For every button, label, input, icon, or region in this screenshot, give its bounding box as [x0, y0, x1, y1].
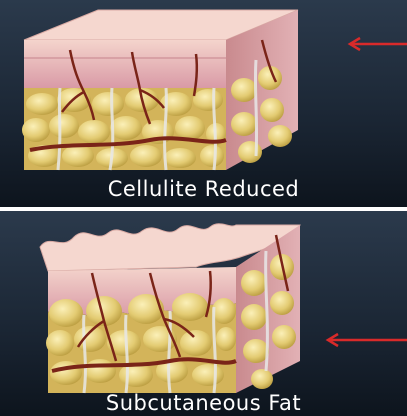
caption-subcutaneous-fat: Subcutaneous Fat — [0, 391, 407, 415]
caption-cellulite-reduced: Cellulite Reduced — [0, 177, 407, 201]
subcutaneous-fat-panel: Subcutaneous Fat — [0, 211, 407, 416]
cellulite-reduced-panel: Cellulite Reduced — [0, 0, 407, 207]
skin-cross-section-smooth — [0, 0, 407, 207]
arrow-indicator-top — [350, 38, 407, 50]
skin-cross-section-bumpy — [0, 211, 407, 416]
arrow-indicator-bottom — [328, 334, 407, 346]
